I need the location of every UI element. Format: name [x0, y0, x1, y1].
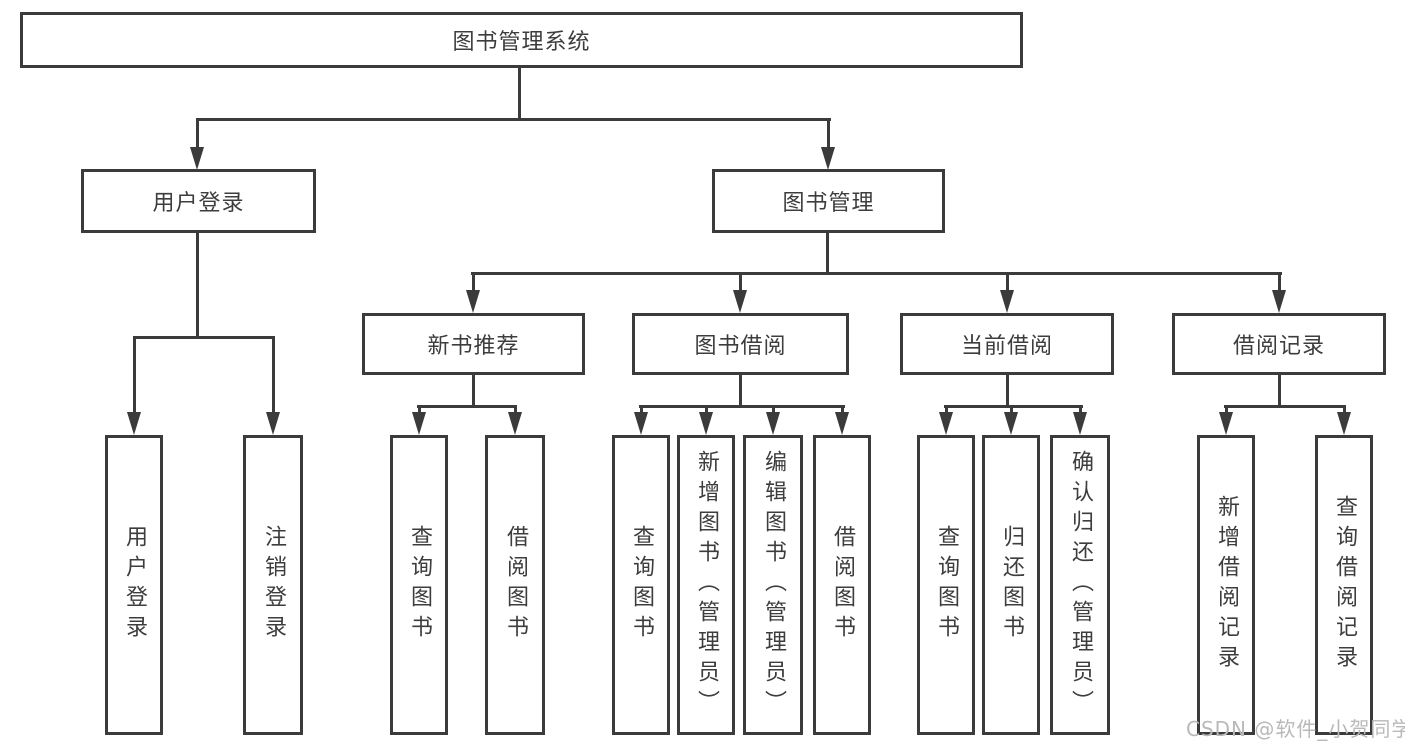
- connector-newbook-split: [417, 405, 517, 408]
- leaf-logout: 注销登录: [243, 435, 303, 735]
- arrow-down-icon: [127, 412, 141, 435]
- connector-to-leaf: [1343, 405, 1346, 415]
- leaf-add-borrow-record: 新增借阅记录: [1197, 435, 1255, 735]
- leaf-borrow-books-1-label: 借阅图书: [503, 525, 528, 645]
- arrow-down-icon: [634, 412, 648, 435]
- connector-user-stub: [196, 233, 199, 339]
- arrow-down-icon: [939, 412, 953, 435]
- leaf-confirm-return-admin: 确认归还（管理员）: [1050, 435, 1110, 735]
- arrow-down-icon: [821, 147, 835, 170]
- leaf-borrow-books-2-label: 借阅图书: [830, 525, 855, 645]
- connector-records-stub: [1278, 375, 1281, 408]
- connector-to-new-book: [472, 272, 475, 294]
- connector-to-leaf: [514, 405, 517, 415]
- node-book-management: 图书管理: [712, 169, 945, 233]
- connector-borrow-split: [639, 405, 845, 408]
- watermark: CSDN @软件_小贺同学: [1186, 717, 1405, 741]
- arrow-down-icon: [1272, 290, 1286, 313]
- connector-to-leaf: [133, 336, 136, 413]
- connector-to-leaf: [640, 405, 643, 415]
- connector-newbook-stub: [472, 375, 475, 408]
- arrow-down-icon: [1337, 412, 1351, 435]
- arrow-down-icon: [508, 412, 522, 435]
- leaf-return-books: 归还图书: [982, 435, 1040, 735]
- arrow-down-icon: [266, 412, 280, 435]
- connector-current-split: [944, 405, 1083, 408]
- node-book-borrow-label: 图书借阅: [694, 334, 787, 359]
- leaf-borrow-books-2: 借阅图书: [813, 435, 871, 735]
- leaf-query-borrow-record: 查询借阅记录: [1315, 435, 1373, 735]
- node-book-borrow: 图书借阅: [632, 313, 849, 375]
- node-current-borrow-label: 当前借阅: [960, 334, 1053, 359]
- arrow-down-icon: [835, 412, 849, 435]
- leaf-query-books-3-label: 查询图书: [934, 525, 959, 645]
- node-book-management-label: 图书管理: [782, 191, 875, 216]
- leaf-return-books-label: 归还图书: [999, 525, 1024, 645]
- node-borrow-records-label: 借阅记录: [1232, 334, 1325, 359]
- leaf-user-login: 用户登录: [105, 435, 163, 735]
- connector-book-stub: [826, 233, 829, 275]
- connector-to-book-borrow: [739, 272, 742, 294]
- arrow-down-icon: [1073, 412, 1087, 435]
- leaf-add-books-admin-label: 新增图书（管理员）: [694, 450, 719, 720]
- connector-root-stub: [518, 68, 521, 120]
- connector-to-leaf: [1225, 405, 1228, 415]
- node-borrow-records: 借阅记录: [1172, 313, 1386, 375]
- node-new-book-recommend: 新书推荐: [362, 313, 585, 375]
- leaf-query-books-1: 查询图书: [390, 435, 448, 735]
- connector-to-leaf: [772, 405, 775, 415]
- connector-to-book-mgmt: [827, 118, 830, 150]
- leaf-edit-books-admin-label: 编辑图书（管理员）: [761, 450, 786, 720]
- leaf-add-borrow-record-label: 新增借阅记录: [1214, 495, 1239, 675]
- connector-to-leaf: [272, 336, 275, 413]
- connector-root-split: [196, 118, 831, 121]
- arrow-down-icon: [1004, 412, 1018, 435]
- leaf-borrow-books-1: 借阅图书: [485, 435, 545, 735]
- connector-to-leaf: [705, 405, 708, 415]
- connector-to-leaf: [1010, 405, 1013, 415]
- connector-current-stub: [1006, 375, 1009, 408]
- connector-borrow-stub: [739, 375, 742, 408]
- connector-to-leaf: [1079, 405, 1082, 415]
- node-root: 图书管理系统: [20, 12, 1023, 68]
- leaf-user-login-label: 用户登录: [122, 525, 147, 645]
- connector-to-leaf: [418, 405, 421, 415]
- node-root-label: 图书管理系统: [452, 30, 591, 55]
- connector-book-split: [471, 272, 1282, 275]
- node-user-login-label: 用户登录: [152, 191, 245, 216]
- connector-to-borrow-records: [1278, 272, 1281, 294]
- connector-to-user-login: [196, 118, 199, 150]
- leaf-query-books-3: 查询图书: [917, 435, 975, 735]
- connector-to-leaf: [945, 405, 948, 415]
- connector-user-split: [133, 336, 275, 339]
- connector-records-split: [1224, 405, 1346, 408]
- arrow-down-icon: [733, 290, 747, 313]
- leaf-logout-label: 注销登录: [261, 525, 286, 645]
- node-current-borrow: 当前借阅: [900, 313, 1114, 375]
- arrow-down-icon: [412, 412, 426, 435]
- leaf-query-borrow-record-label: 查询借阅记录: [1332, 495, 1357, 675]
- arrow-down-icon: [766, 412, 780, 435]
- leaf-query-books-2: 查询图书: [612, 435, 670, 735]
- node-user-login: 用户登录: [81, 169, 316, 233]
- arrow-down-icon: [466, 290, 480, 313]
- leaf-query-books-1-label: 查询图书: [407, 525, 432, 645]
- arrow-down-icon: [1000, 290, 1014, 313]
- arrow-down-icon: [699, 412, 713, 435]
- node-new-book-recommend-label: 新书推荐: [427, 334, 520, 359]
- leaf-edit-books-admin: 编辑图书（管理员）: [743, 435, 803, 735]
- connector-to-leaf: [841, 405, 844, 415]
- arrow-down-icon: [1219, 412, 1233, 435]
- arrow-down-icon: [190, 147, 204, 170]
- leaf-confirm-return-admin-label: 确认归还（管理员）: [1068, 450, 1093, 720]
- leaf-add-books-admin: 新增图书（管理员）: [677, 435, 735, 735]
- connector-to-current-borrow: [1006, 272, 1009, 294]
- leaf-query-books-2-label: 查询图书: [629, 525, 654, 645]
